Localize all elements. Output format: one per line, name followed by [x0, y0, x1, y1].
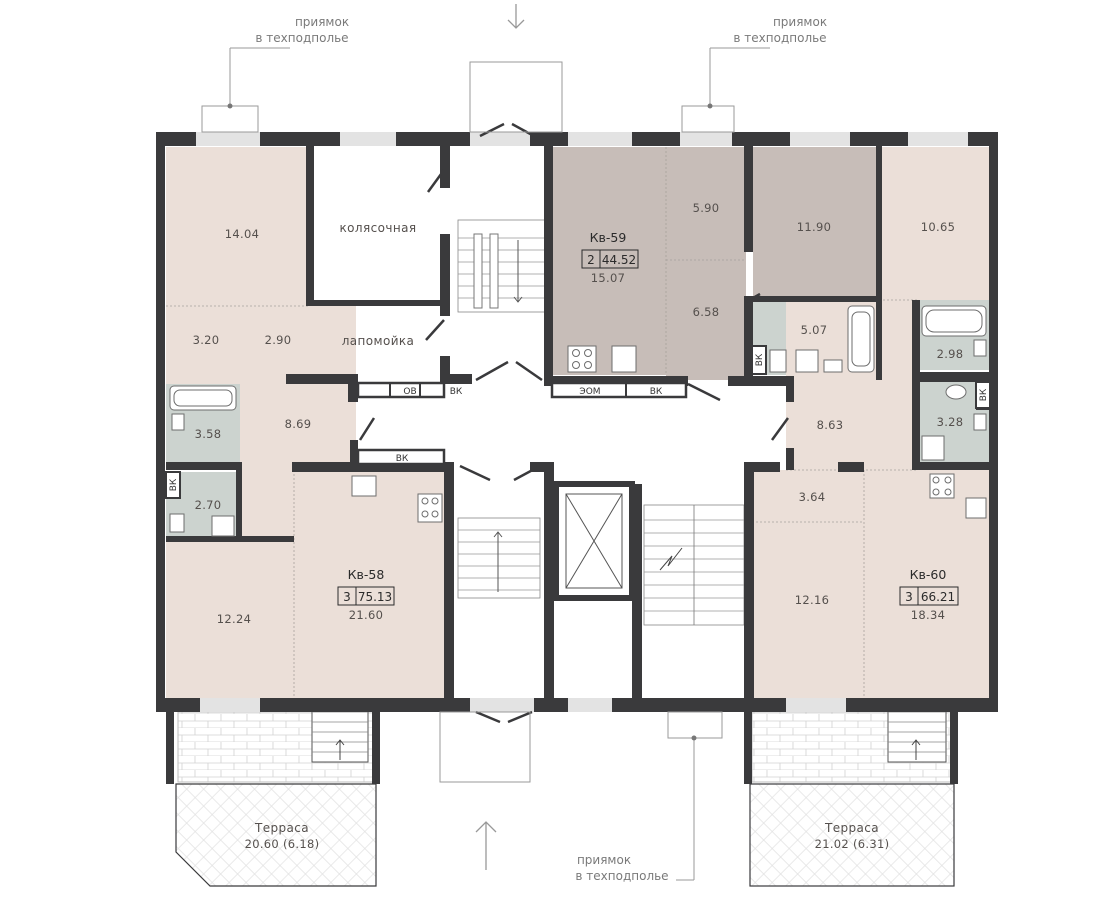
- apt-kv58-total: 75.13: [358, 590, 392, 604]
- area-6-58: 6.58: [693, 305, 720, 319]
- apt-kv60-total: 66.21: [921, 590, 955, 604]
- label-vk-2: ВК: [396, 454, 409, 464]
- apt-kv58-badge: [337, 586, 395, 606]
- pit-marker-right: [707, 103, 713, 109]
- pit-marker-left: [227, 103, 233, 109]
- apt-kv59-main: 15.07: [591, 271, 625, 285]
- label-vk-4: ВК: [169, 478, 179, 491]
- room-6-58: [666, 260, 746, 380]
- apt-kv60-badge: [899, 586, 959, 606]
- room-11-90: [753, 147, 879, 300]
- label-vk-6: ВК: [979, 388, 989, 401]
- area-11-90: 11.90: [797, 220, 831, 234]
- area-8-69: 8.69: [285, 417, 312, 431]
- label-stroller-room: колясочная: [340, 221, 417, 235]
- area-12-24: 12.24: [217, 612, 251, 626]
- apt-kv60-name: Кв-60: [910, 567, 947, 582]
- pit-note-bottom-line1: приямок: [577, 853, 631, 867]
- apt-kv60-rooms: 3: [905, 590, 913, 604]
- terrace-left: [175, 783, 377, 887]
- arrow-up-icon: [475, 821, 497, 870]
- apt-kv60-main: 18.34: [911, 608, 945, 622]
- label-vk-5: ВК: [755, 353, 765, 366]
- terrace-right-area: 21.02 (6.31): [815, 837, 890, 851]
- terrace-right-name: Терраса: [824, 821, 879, 835]
- terrace-left-name: Терраса: [254, 821, 309, 835]
- area-5-90: 5.90: [693, 201, 720, 215]
- apt-kv59-name: Кв-59: [590, 230, 627, 245]
- door-swings: [358, 122, 790, 724]
- living-15-07: [553, 147, 666, 375]
- walls: [156, 132, 998, 784]
- pit-note-left-line2: в техподполье: [255, 31, 348, 45]
- area-14-04: 14.04: [225, 227, 259, 241]
- area-3-20: 3.20: [193, 333, 220, 347]
- pit-note-right-line2: в техподполье: [733, 31, 826, 45]
- area-12-16: 12.16: [795, 593, 829, 607]
- area-2-70: 2.70: [195, 498, 222, 512]
- windows: [196, 132, 968, 712]
- entrance-canopy-top: [469, 61, 563, 133]
- area-3-58: 3.58: [195, 427, 222, 441]
- label-paw-wash: лапомойка: [342, 334, 415, 348]
- apt-kv58-name: Кв-58: [348, 567, 385, 582]
- pit-marker-bottom: [691, 735, 697, 741]
- room-12-24: [166, 540, 294, 698]
- pit-note-bottom-line2: в техподполье: [575, 869, 668, 883]
- label-ov-1: ОВ: [403, 387, 416, 397]
- basement-stair: [643, 504, 745, 626]
- entrance-canopy-bottom: [439, 711, 531, 783]
- hall-kv58: [166, 306, 356, 384]
- area-5-07: 5.07: [801, 323, 828, 337]
- area-8-63: 8.63: [817, 418, 844, 432]
- lower-stair: [457, 517, 541, 599]
- room-5-90: [666, 147, 746, 260]
- apt-kv58-rooms: 3: [343, 590, 351, 604]
- area-3-28: 3.28: [937, 415, 964, 429]
- terrace-right: [749, 783, 955, 887]
- utility-boxes: [165, 345, 991, 499]
- label-vk-3: ВК: [650, 387, 663, 397]
- area-2-98: 2.98: [937, 347, 964, 361]
- area-10-65: 10.65: [921, 220, 955, 234]
- room-12-16: [752, 522, 864, 698]
- room-14-04: [166, 147, 308, 306]
- pit-note-left-line1: приямок: [295, 15, 349, 29]
- label-vk-1: ВК: [450, 387, 463, 397]
- room-10-65: [879, 147, 989, 300]
- room-3-64: [752, 470, 864, 522]
- upper-stair: [457, 219, 547, 313]
- apt-kv58-main: 21.60: [349, 608, 383, 622]
- elevator-shaft: [553, 481, 635, 601]
- fixtures: [169, 305, 987, 537]
- apt-kv59-rooms: 2: [587, 253, 595, 267]
- terrace-left-area: 20.60 (6.18): [245, 837, 320, 851]
- label-eom: ЭОМ: [579, 387, 600, 397]
- area-2-90: 2.90: [265, 333, 292, 347]
- pit-note-right-line1: приямок: [773, 15, 827, 29]
- apt-kv59-total: 44.52: [602, 253, 636, 267]
- apt-kv59-badge: [581, 249, 639, 269]
- arrow-down-icon: [507, 4, 525, 29]
- area-3-64: 3.64: [799, 490, 826, 504]
